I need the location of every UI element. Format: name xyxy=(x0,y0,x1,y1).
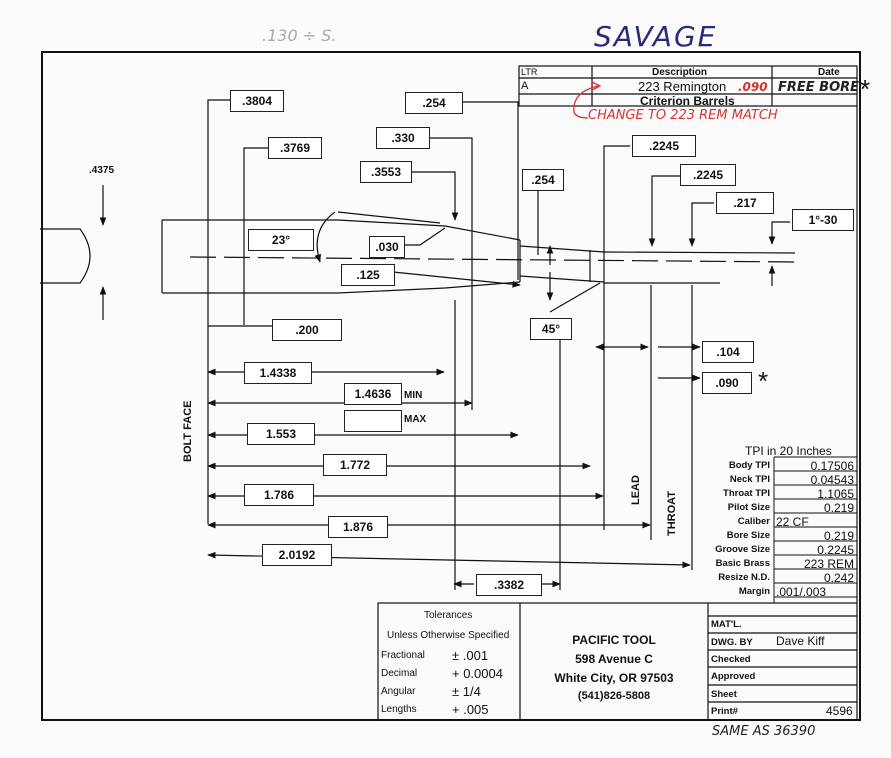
tb-sheet: Sheet xyxy=(711,689,737,700)
dim-254-mid: .254 xyxy=(522,169,564,191)
tolerance-label: Angular xyxy=(381,686,416,697)
dim-1-4338: 1.4338 xyxy=(244,362,312,384)
bolt-face-label: BOLT FACE xyxy=(182,400,194,462)
dim-1-876: 1.876 xyxy=(328,516,388,538)
tolerance-value: + .005 xyxy=(452,702,489,717)
tolerances-title: Tolerances xyxy=(424,610,473,621)
tolerance-label: Lengths xyxy=(381,704,417,715)
spec-label: Pilot Size xyxy=(727,502,770,513)
dim-090: .090 xyxy=(702,372,752,394)
tb-print-value: 4596 xyxy=(826,704,853,718)
tolerance-value: ± 1/4 xyxy=(452,684,481,699)
company-street: 598 Avenue C xyxy=(575,652,653,666)
dim-3769: .3769 xyxy=(268,137,322,159)
dim-2245-a: .2245 xyxy=(632,135,696,157)
tb-approved: Approved xyxy=(711,671,756,682)
savage-note: SAVAGE xyxy=(594,20,718,53)
spec-label: Bore Size xyxy=(726,530,770,541)
dim-2245-b: .2245 xyxy=(680,164,736,186)
rev-star: * xyxy=(860,74,871,104)
dim-104: .104 xyxy=(702,341,754,363)
spec-label: Groove Size xyxy=(715,544,770,555)
dim-3804: .3804 xyxy=(230,90,284,112)
dim-3553: .3553 xyxy=(360,161,412,183)
spec-label: Resize N.D. xyxy=(718,572,770,583)
throat-label: THROAT xyxy=(666,490,678,536)
tolerance-label: Decimal xyxy=(381,668,418,679)
dim-125: .125 xyxy=(341,264,395,286)
spec-value: 0.219 xyxy=(823,501,854,515)
spec-value: 1.1065 xyxy=(817,487,854,501)
change-note: CHANGE TO 223 REM MATCH xyxy=(588,108,778,123)
dim-330: .330 xyxy=(376,127,430,149)
rev-ltr: A xyxy=(521,80,529,92)
tb-matl: MAT'L. xyxy=(711,619,742,630)
company-phone: (541)826-5808 xyxy=(577,690,651,702)
lead-label: LEAD xyxy=(630,475,642,505)
spec-value: 0.17506 xyxy=(810,459,854,473)
company-city: White City, OR 97503 xyxy=(554,671,674,685)
company-name: PACIFIC TOOL xyxy=(572,633,656,647)
spec-label: Basic Brass xyxy=(715,558,770,569)
top-handwritten-note: .130 ÷ S. xyxy=(262,26,337,45)
spec-value: 0.242 xyxy=(823,571,854,585)
dim-030: .030 xyxy=(369,236,405,258)
rev-date-header: Date xyxy=(818,67,840,78)
tolerances-subtitle: Unless Otherwise Specified xyxy=(387,630,510,641)
spec-value: 0.04543 xyxy=(810,473,854,487)
rev-desc1: 223 Remington xyxy=(638,79,727,94)
footnote: SAME AS 36390 xyxy=(712,724,816,739)
spec-label: Margin xyxy=(738,586,770,597)
tolerance-value: ± .001 xyxy=(452,648,489,663)
spec-label: Body TPI xyxy=(728,460,770,471)
dim-23-deg: 23° xyxy=(248,229,314,251)
rev-desc1-note: .090 xyxy=(738,80,768,94)
dim-1-4636: 1.4636 xyxy=(344,383,402,405)
dim-090-star: * xyxy=(758,366,769,396)
dim-2-0192: 2.0192 xyxy=(262,544,332,566)
tb-dwg-by-value: Dave Kiff xyxy=(776,634,825,648)
tb-checked: Checked xyxy=(711,654,751,665)
spec-title: TPI in 20 Inches xyxy=(745,444,832,458)
rev-date-note: FREE BORE xyxy=(778,80,860,95)
spec-value: 0.2245 xyxy=(817,543,854,557)
spec-label: Throat TPI xyxy=(723,488,770,499)
dim-1-553: 1.553 xyxy=(247,423,315,445)
spec-value: 223 REM xyxy=(803,557,854,571)
dim-45-deg: 45° xyxy=(530,318,572,340)
rev-desc-header: Description xyxy=(652,67,708,78)
rev-ltr-header: LTR xyxy=(521,67,538,77)
tb-dwg-by: DWG. BY xyxy=(711,637,753,648)
tolerance-value: + 0.0004 xyxy=(452,666,503,681)
dim-min-label: MIN xyxy=(404,390,423,401)
spec-label: Neck TPI xyxy=(729,474,770,485)
dim-1-786: 1.786 xyxy=(244,484,314,506)
dim-217: .217 xyxy=(716,192,774,214)
spec-value: .001/.003 xyxy=(776,585,827,599)
spec-label: Caliber xyxy=(737,516,770,527)
spec-value: 22 CF xyxy=(776,515,809,529)
tb-print: Print# xyxy=(711,706,738,717)
spec-value: 0.219 xyxy=(823,529,854,543)
dim-1-772: 1.772 xyxy=(323,454,387,476)
dim-3382: .3382 xyxy=(476,574,542,596)
dim-1-30: 1°-30 xyxy=(792,209,854,231)
rev-desc2: Criterion Barrels xyxy=(640,94,735,108)
dim-4375: .4375 xyxy=(89,165,115,176)
dim-254-top: .254 xyxy=(405,92,463,114)
dim-max-label: MAX xyxy=(404,414,427,425)
dim-200: .200 xyxy=(272,319,342,341)
dim-max-box xyxy=(344,410,402,432)
tolerance-label: Fractional xyxy=(381,650,425,661)
